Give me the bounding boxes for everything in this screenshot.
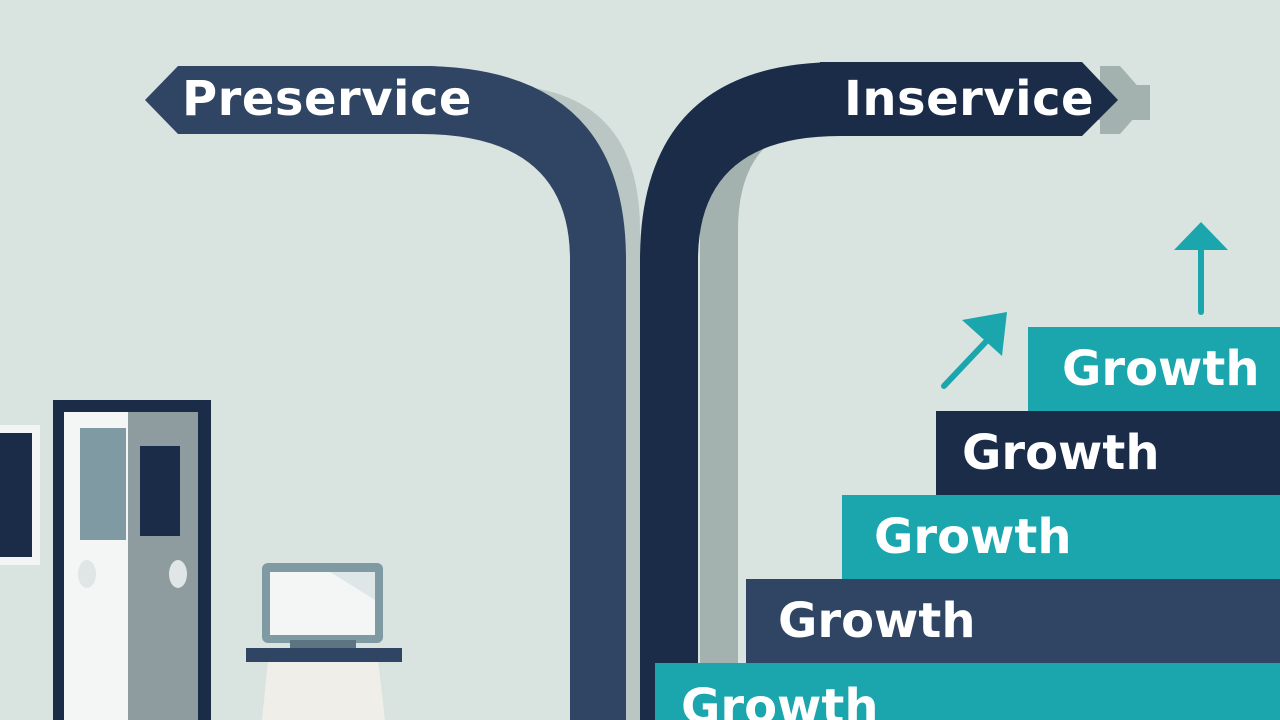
growth-step-5: Growth [1028,327,1280,411]
growth-step-1: Growth [655,663,1280,720]
up-arrow-icon [1174,222,1228,315]
growth-step-2: Growth [746,579,1280,663]
growth-step-4: Growth [936,411,1280,495]
wall-frame-icon [0,425,40,565]
growth-step-label: Growth [1062,341,1260,397]
growth-step-label: Growth [962,425,1160,481]
right-road [640,62,840,720]
growth-step-label: Growth [778,593,976,649]
growth-step-label: Growth [681,679,879,720]
growth-step-label: Growth [874,509,1072,565]
inservice-sign-arrow [820,62,1118,136]
inservice-shadow-arrow [1100,66,1150,134]
left-road [420,66,626,720]
laptop-icon [246,563,402,720]
door-icon [53,400,211,720]
inservice-label: Inservice [844,71,1095,127]
growth-step-3: Growth [842,495,1280,579]
preservice-sign-arrow [145,66,500,134]
up-right-arrow-icon [941,312,1007,389]
preservice-label: Preservice [182,71,472,127]
